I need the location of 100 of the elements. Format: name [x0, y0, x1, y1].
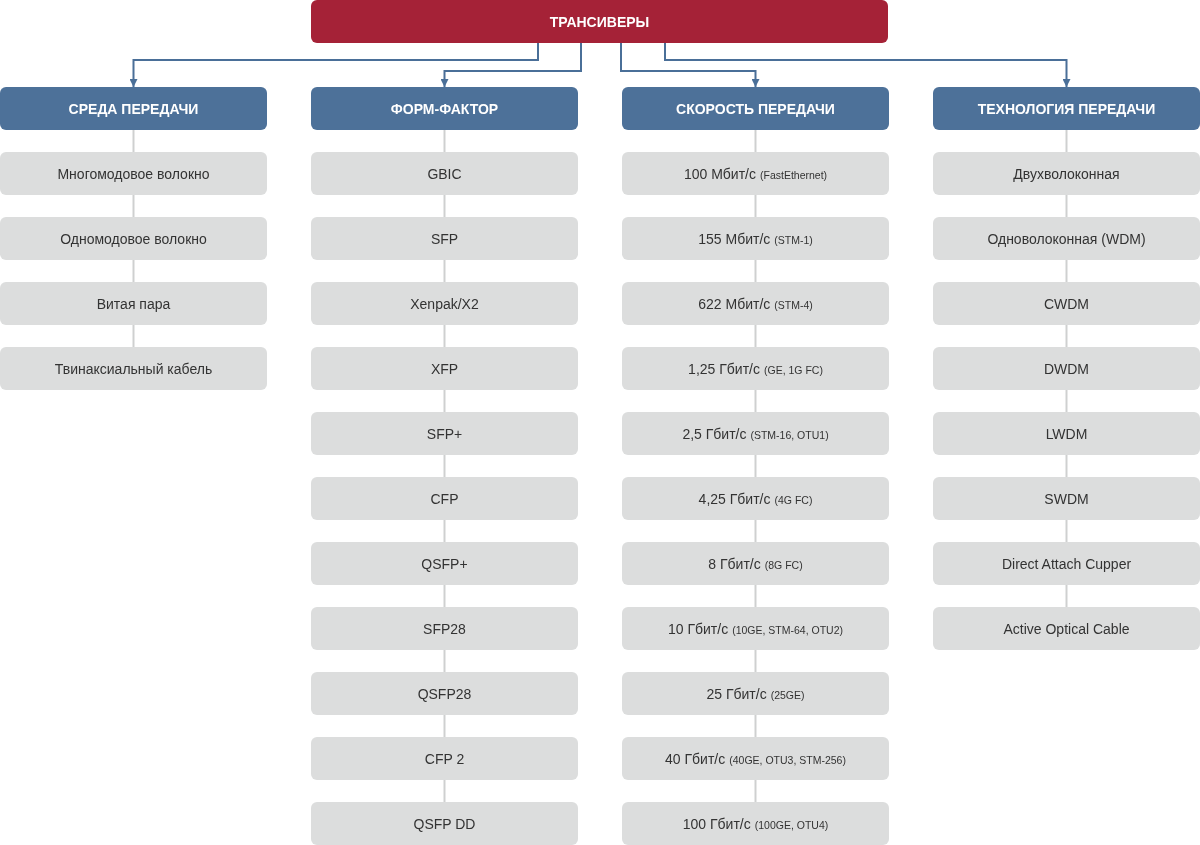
item-box [622, 477, 889, 520]
item-label: CFP 2 [424, 750, 465, 767]
item-box [622, 737, 889, 780]
item-box [622, 542, 889, 585]
item-label: 100 Гбит/с [682, 815, 751, 832]
connector-line [754, 779, 757, 803]
item-box [311, 672, 578, 715]
item-label: SWDM [1044, 490, 1089, 507]
item-label: SFP28 [423, 620, 466, 637]
category-header [933, 87, 1200, 130]
item-label: 622 Мбит/с [698, 295, 771, 312]
item-box [622, 152, 889, 195]
item-note: (100GE, OTU4) [754, 818, 829, 831]
item-box [311, 477, 578, 520]
connector-line [443, 584, 446, 608]
connector-line [754, 194, 757, 218]
item-box [311, 542, 578, 585]
item-box [933, 542, 1200, 585]
category-title: СРЕДА ПЕРЕДАЧИ [68, 100, 199, 117]
connector-line [1065, 129, 1068, 153]
item-note: (25GE) [770, 688, 805, 701]
connector-line [443, 129, 446, 153]
item-label: GBIC [427, 165, 462, 182]
item-label: 100 Мбит/с [683, 165, 756, 182]
item-note: (GE, 1G FC) [763, 363, 823, 376]
item-box [311, 217, 578, 260]
connector-line [443, 324, 446, 348]
connector-line [754, 519, 757, 543]
item-note: (STM-4) [774, 298, 813, 311]
connector-line [754, 584, 757, 608]
item-note: (FastEthernet) [759, 168, 828, 181]
item-label: Витая пара [96, 295, 171, 312]
item-box [622, 802, 889, 845]
connector-line [754, 454, 757, 478]
item-label: SFP [430, 230, 459, 247]
item-label: QSFP28 [417, 685, 472, 702]
connector-line [443, 389, 446, 413]
item-box [311, 802, 578, 845]
item-label: 40 Гбит/с [665, 750, 726, 767]
item-note: (STM-16, OTU1) [750, 428, 829, 441]
category-header [311, 87, 578, 130]
item-box [622, 607, 889, 650]
item-box [933, 607, 1200, 650]
connector-line [443, 259, 446, 283]
item-box [311, 152, 578, 195]
item-label: 155 Мбит/с [698, 230, 771, 247]
item-box [0, 217, 267, 260]
item-box [311, 412, 578, 455]
connector-line [754, 129, 757, 153]
item-label: CWDM [1043, 295, 1090, 312]
connector-line [754, 324, 757, 348]
item-label: CFP [430, 490, 459, 507]
item-note: (10GE, STM-64, OTU2) [732, 623, 843, 636]
item-label: Твинаксиальный кабель [54, 360, 213, 377]
connector-line [132, 259, 135, 283]
item-note: (4G FC) [774, 493, 813, 506]
item-label: Многомодовое волокно [57, 165, 210, 182]
item-label: Одноволоконная (WDM) [987, 230, 1146, 247]
connector-line [1065, 389, 1068, 413]
item-label: 8 Гбит/с [708, 555, 761, 572]
arrow [664, 42, 1071, 88]
item-label: Одномодовое волокно [60, 230, 207, 247]
item-note: (40GE, OTU3, STM-256) [729, 753, 846, 766]
item-label: LWDM [1045, 425, 1088, 442]
item-label: 25 Гбит/с [706, 685, 767, 702]
item-label: QSFP DD [413, 815, 476, 832]
item-label: Active Optical Cable [1003, 620, 1130, 637]
item-box [933, 412, 1200, 455]
connector-line [1065, 194, 1068, 218]
arrow [440, 42, 582, 88]
item-box [622, 412, 889, 455]
arrow [129, 42, 539, 88]
category-header [0, 87, 267, 130]
connector-line [443, 714, 446, 738]
item-box [311, 737, 578, 780]
category-title: ТЕХНОЛОГИЯ ПЕРЕДАЧИ [977, 100, 1156, 117]
connector-line [443, 454, 446, 478]
category-header [622, 87, 889, 130]
item-box [311, 282, 578, 325]
connector-line [132, 129, 135, 153]
item-note: (STM-1) [774, 233, 813, 246]
item-box [622, 672, 889, 715]
item-label: QSFP+ [421, 555, 468, 572]
item-box [933, 152, 1200, 195]
connector-line [443, 649, 446, 673]
item-box [0, 347, 267, 390]
root-title: ТРАНСИВЕРЫ [549, 13, 650, 30]
category-title: СКОРОСТЬ ПЕРЕДАЧИ [676, 100, 835, 117]
item-label: Двухволоконная [1013, 165, 1120, 182]
connector-line [443, 194, 446, 218]
connector-line [443, 519, 446, 543]
connector-line [1065, 259, 1068, 283]
item-box [933, 282, 1200, 325]
item-box [622, 347, 889, 390]
arrow [620, 42, 760, 88]
item-box [622, 282, 889, 325]
item-box [0, 152, 267, 195]
category-title: ФОРМ-ФАКТОР [390, 100, 499, 117]
item-box [311, 607, 578, 650]
item-label: 10 Гбит/с [667, 620, 729, 637]
